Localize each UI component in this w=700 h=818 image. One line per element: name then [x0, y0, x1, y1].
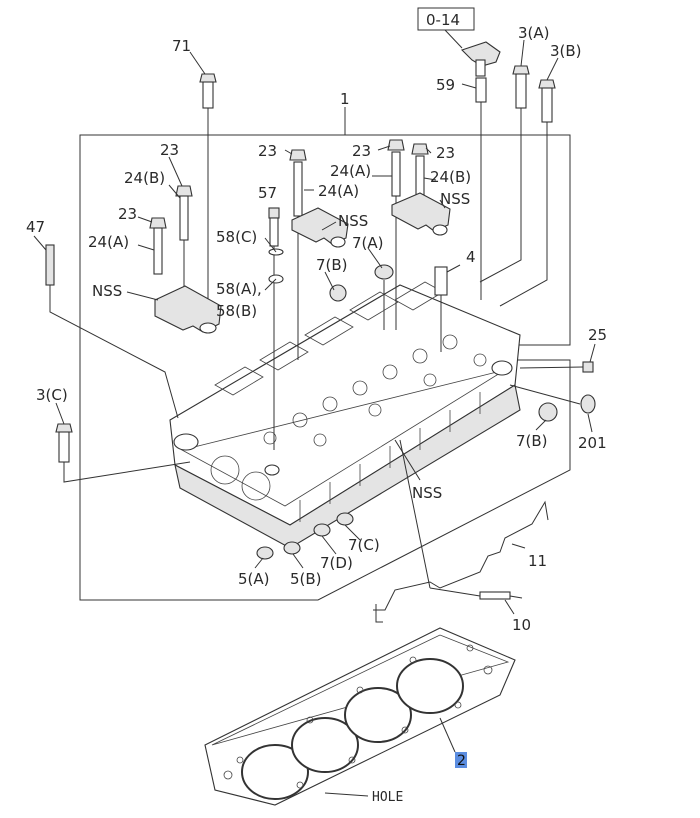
bolt-71 — [199, 73, 217, 330]
stud-24b-right — [411, 143, 429, 201]
dowel-59 — [475, 77, 487, 300]
callout-58a: 58(A), — [216, 280, 262, 298]
plug-201 — [509, 384, 596, 414]
plug-7a — [374, 264, 394, 330]
callout-23-b: 23 — [118, 205, 137, 223]
callout-23-e: 23 — [436, 144, 455, 162]
ref-box-label: 0-14 — [426, 11, 460, 29]
stud-24a-left — [149, 217, 167, 275]
plug-7b-right — [538, 402, 558, 422]
callout-2-highlight[interactable] — [455, 752, 467, 768]
callout-25: 25 — [588, 326, 607, 344]
sleeve-4 — [434, 266, 448, 352]
callout-24b-right: 24(B) — [430, 168, 471, 186]
bolt-3b — [499, 79, 556, 307]
callout-201: 201 — [578, 434, 607, 452]
callout-71: 71 — [172, 37, 191, 55]
harness-11 — [373, 500, 549, 623]
callout-23-c: 23 — [258, 142, 277, 160]
plugs-bottom — [256, 464, 354, 560]
glow-plug-10 — [399, 439, 523, 600]
bolt-3c — [55, 423, 191, 483]
callout-2[interactable]: 2 — [457, 753, 466, 769]
plug-25 — [519, 361, 594, 373]
head-gasket — [204, 627, 516, 806]
callout-24a-left: 24(A) — [88, 233, 129, 251]
callout-3b: 3(B) — [550, 42, 582, 60]
callout-57: 57 — [258, 184, 277, 202]
callout-5b: 5(B) — [290, 570, 322, 588]
callout-59: 59 — [436, 76, 455, 94]
callout-3a: 3(A) — [518, 24, 550, 42]
label-nss-right: NSS — [440, 190, 470, 208]
stud-24a-right — [387, 139, 405, 330]
bolt-3a — [479, 65, 530, 283]
label-nss-bottom: NSS — [412, 484, 442, 502]
callout-7a: 7(A) — [352, 234, 384, 252]
callout-24a-right: 24(A) — [330, 162, 371, 180]
cylinder-head — [169, 281, 521, 549]
callout-58c: 58(C) — [216, 228, 257, 246]
callout-7d: 7(D) — [320, 554, 353, 572]
callout-11: 11 — [528, 552, 547, 570]
callout-7c: 7(C) — [348, 536, 380, 554]
label-nss-mid: NSS — [338, 212, 368, 230]
callout-5a: 5(A) — [238, 570, 270, 588]
label-hole: HOLE — [372, 790, 403, 805]
stud-24a-mid — [289, 149, 307, 360]
bracket-nss-right — [391, 192, 451, 236]
sensor-0-14 — [444, 29, 501, 77]
callout-23-a: 23 — [160, 141, 179, 159]
callout-47: 47 — [26, 218, 45, 236]
stud-24b-left — [175, 185, 193, 300]
assembly-boundary — [79, 134, 571, 601]
callout-3c: 3(C) — [36, 386, 68, 404]
stud-47 — [45, 244, 179, 419]
nss-leader — [394, 439, 421, 481]
callout-7b-right: 7(B) — [516, 432, 548, 450]
callout-58b: 58(B) — [216, 302, 257, 320]
ref-box — [417, 7, 475, 31]
callout-10: 10 — [512, 616, 531, 634]
bracket-nss-mid — [291, 207, 349, 248]
label-nss-left: NSS — [92, 282, 122, 300]
bracket-nss-left — [154, 285, 222, 334]
callout-24a-mid: 24(A) — [318, 182, 359, 200]
callout-24b-left: 24(B) — [124, 169, 165, 187]
callout-23-d: 23 — [352, 142, 371, 160]
label-leaders — [33, 39, 596, 615]
callout-4: 4 — [466, 248, 476, 266]
callout-7b-left: 7(B) — [316, 256, 348, 274]
callout-1: 1 — [340, 90, 350, 108]
